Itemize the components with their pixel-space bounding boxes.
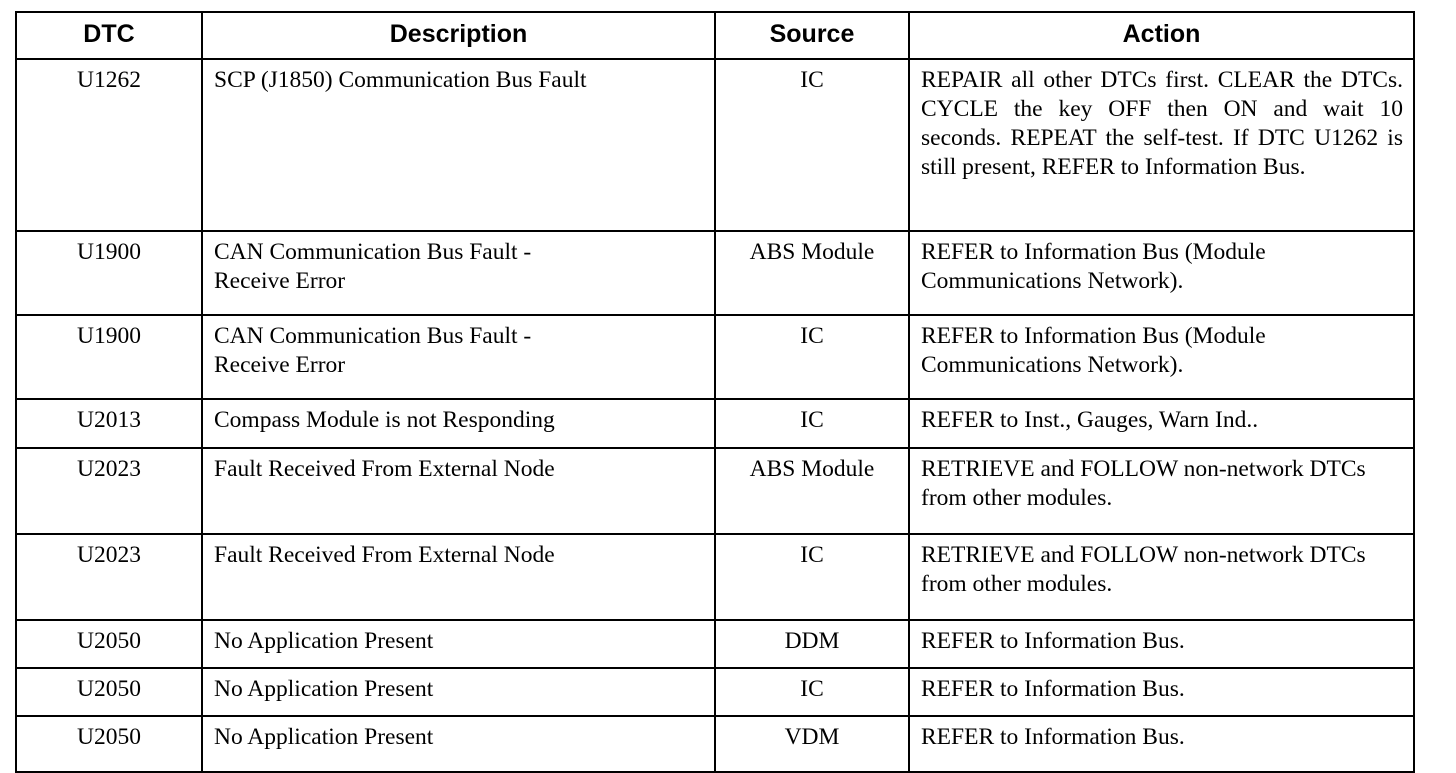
cell-description: No Application Present [201, 715, 716, 773]
cell-source: IC [714, 58, 910, 232]
cell-action: REFER to Information Bus. [908, 667, 1415, 717]
cell-description: CAN Communication Bus Fault - Receive Er… [201, 230, 716, 316]
cell-action: REFER to Inst., Gauges, Warn Ind.. [908, 398, 1415, 449]
cell-source: IC [714, 314, 910, 400]
table-row: U2050 No Application Present IC REFER to… [15, 667, 1415, 717]
table-row: U1900 CAN Communication Bus Fault - Rece… [15, 230, 1415, 316]
table-row: U2023 Fault Received From External Node … [15, 447, 1415, 535]
cell-action: REFER to Information Bus (Module Communi… [908, 230, 1415, 316]
cell-action: RETRIEVE and FOLLOW non-network DTCs fro… [908, 447, 1415, 535]
cell-action: REPAIR all other DTCs first. CLEAR the D… [908, 58, 1415, 232]
cell-description: Compass Module is not Responding [201, 398, 716, 449]
table-row: U2023 Fault Received From External Node … [15, 533, 1415, 621]
cell-dtc: U1900 [15, 314, 203, 400]
table-body: U1262 SCP (J1850) Communication Bus Faul… [15, 58, 1415, 773]
header-row: DTC Description Source Action [15, 11, 1415, 60]
cell-dtc: U2023 [15, 447, 203, 535]
cell-dtc: U2013 [15, 398, 203, 449]
table-row: U2013 Compass Module is not Responding I… [15, 398, 1415, 449]
column-header-source: Source [714, 11, 910, 60]
table-row: U1262 SCP (J1850) Communication Bus Faul… [15, 58, 1415, 232]
cell-source: VDM [714, 715, 910, 773]
dtc-table: DTC Description Source Action U1262 SCP … [15, 11, 1415, 773]
cell-source: IC [714, 398, 910, 449]
column-header-description: Description [201, 11, 716, 60]
cell-source: ABS Module [714, 447, 910, 535]
cell-dtc: U2050 [15, 619, 203, 669]
cell-source: IC [714, 533, 910, 621]
cell-source: DDM [714, 619, 910, 669]
column-header-action: Action [908, 11, 1415, 60]
cell-dtc: U1900 [15, 230, 203, 316]
cell-dtc: U2050 [15, 715, 203, 773]
table-row: U2050 No Application Present DDM REFER t… [15, 619, 1415, 669]
cell-description: No Application Present [201, 619, 716, 669]
cell-action: REFER to Information Bus (Module Communi… [908, 314, 1415, 400]
column-header-dtc: DTC [15, 11, 203, 60]
cell-dtc: U1262 [15, 58, 203, 232]
cell-dtc: U2023 [15, 533, 203, 621]
cell-description: CAN Communication Bus Fault - Receive Er… [201, 314, 716, 400]
cell-description: SCP (J1850) Communication Bus Fault [201, 58, 716, 232]
cell-description: Fault Received From External Node [201, 533, 716, 621]
page-root: DTC Description Source Action U1262 SCP … [15, 11, 1415, 773]
cell-action: REFER to Information Bus. [908, 619, 1415, 669]
cell-description: Fault Received From External Node [201, 447, 716, 535]
table-row: U2050 No Application Present VDM REFER t… [15, 715, 1415, 773]
table-header: DTC Description Source Action [15, 11, 1415, 60]
cell-action: RETRIEVE and FOLLOW non-network DTCs fro… [908, 533, 1415, 621]
table-row: U1900 CAN Communication Bus Fault - Rece… [15, 314, 1415, 400]
cell-action: REFER to Information Bus. [908, 715, 1415, 773]
cell-dtc: U2050 [15, 667, 203, 717]
cell-source: IC [714, 667, 910, 717]
cell-description: No Application Present [201, 667, 716, 717]
cell-source: ABS Module [714, 230, 910, 316]
